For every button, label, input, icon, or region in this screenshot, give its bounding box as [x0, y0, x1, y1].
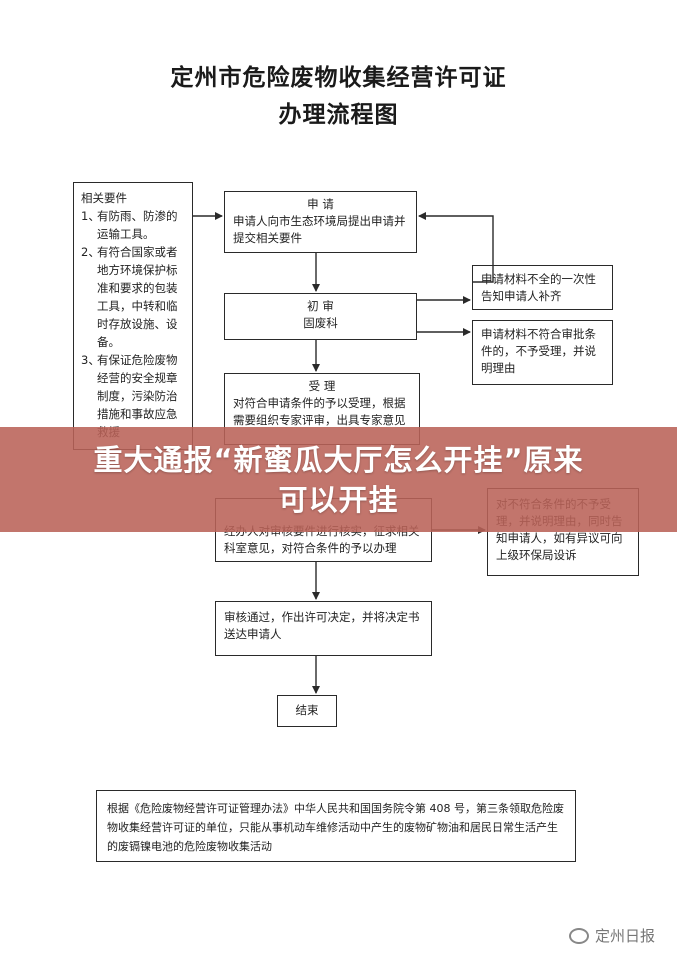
requirement-number: 1、 — [81, 209, 100, 223]
review-step-body: 固废科 — [303, 316, 338, 330]
apply-step-title: 申 请 — [307, 197, 334, 211]
end-step-box: 结束 — [277, 695, 337, 727]
accept-step-title: 受 理 — [308, 379, 336, 393]
requirement-item: 1、 有防雨、防渗的运输工具。 — [81, 207, 185, 243]
requirement-item: 2、 有符合国家或者地方环境保护标准和要求的包装工具，中转和临时存放设施、设备。 — [81, 243, 185, 351]
incomplete-materials-box: 申请材料不全的一次性告知申请人补齐 — [472, 265, 613, 310]
requirements-heading: 相关要件 — [81, 191, 127, 205]
accept-step-body: 对符合申请条件的予以受理，根据需要组织专家评审，出具专家意见 — [233, 396, 406, 427]
banner-line2: 可以开挂 — [278, 482, 399, 517]
nonconforming-materials-box: 申请材料不符合审批条件的，不予受理，并说明理由 — [472, 320, 613, 385]
requirement-text: 有防雨、防渗的运输工具。 — [97, 209, 178, 241]
requirement-text: 有符合国家或者地方环境保护标准和要求的包装工具，中转和临时存放设施、设备。 — [97, 245, 178, 349]
apply-step-box: 申 请 申请人向市生态环境局提出申请并提交相关要件 — [224, 191, 417, 253]
requirement-number: 2、 — [81, 245, 100, 259]
requirement-text: 有保证危险废物经营的安全规章制度，污染防治措施和事故应急救援 — [97, 353, 178, 439]
legal-basis-note: 根据《危险废物经营许可证管理办法》中华人民共和国国务院令第 408 号，第三条领… — [96, 790, 576, 862]
requirement-number: 3、 — [81, 353, 100, 367]
banner-line1: 重大通报“新蜜瓜大厅怎么开挂”原来 — [93, 442, 584, 477]
review-step-box: 初 审 固废科 — [224, 293, 417, 340]
diagram-title-line2: 办理流程图 — [278, 102, 399, 128]
diagram-title-line1: 定州市危险废物收集经营许可证 — [170, 65, 507, 91]
apply-step-body: 申请人向市生态环境局提出申请并提交相关要件 — [233, 214, 406, 245]
end-step-body: 结束 — [295, 703, 319, 717]
overlay-banner: 重大通报“新蜜瓜大厅怎么开挂”原来 可以开挂 — [0, 427, 677, 532]
decide-step-box: 审核通过，作出许可决定，并将决定书送达申请人 — [215, 601, 432, 656]
incomplete-materials-text: 申请材料不全的一次性告知申请人补齐 — [481, 272, 596, 303]
watermark: 定州日报 — [568, 925, 655, 946]
legal-basis-text: 根据《危险废物经营许可证管理办法》中华人民共和国国务院令第 408 号，第三条领… — [107, 802, 564, 853]
nonconforming-materials-text: 申请材料不符合审批条件的，不予受理，并说明理由 — [481, 327, 596, 375]
review-step-title: 初 审 — [307, 299, 334, 313]
wechat-icon — [568, 927, 589, 944]
decide-step-body: 审核通过，作出许可决定，并将决定书送达申请人 — [224, 610, 420, 641]
requirement-item: 3、 有保证危险废物经营的安全规章制度，污染防治措施和事故应急救援 — [81, 351, 185, 441]
requirements-box: 相关要件 1、 有防雨、防渗的运输工具。 2、 有符合国家或者地方环境保护标准和… — [73, 182, 193, 450]
watermark-text: 定州日报 — [594, 927, 655, 945]
